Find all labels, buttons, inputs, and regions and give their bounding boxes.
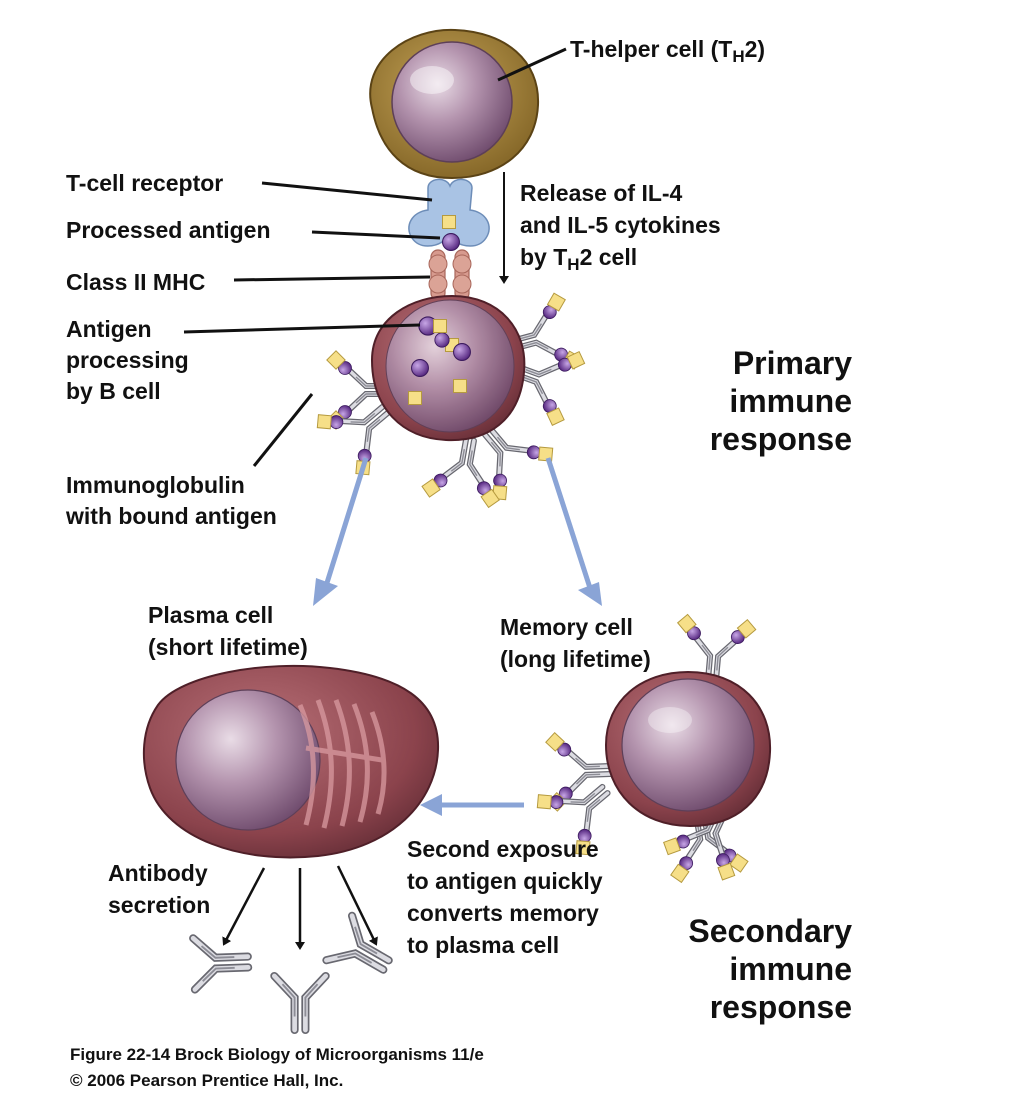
svg-text:Figure 22-14 Brock Biology of: Figure 22-14 Brock Biology of Microorgan… bbox=[70, 1045, 484, 1064]
svg-text:Memory cell: Memory cell bbox=[500, 614, 633, 640]
immunoglobulin-label: Immunoglobulin with bound antigen bbox=[65, 472, 277, 529]
memory-cell-label: Memory cell (long lifetime) bbox=[500, 614, 651, 672]
b-cell bbox=[311, 291, 587, 509]
plasma-cell-label: Plasma cell (short lifetime) bbox=[148, 602, 308, 660]
svg-text:Antigen: Antigen bbox=[66, 316, 152, 342]
svg-text:Primary: Primary bbox=[733, 345, 852, 381]
svg-text:Immunoglobulin: Immunoglobulin bbox=[66, 472, 245, 498]
t-helper-label: T-helper cell (TH2) bbox=[570, 36, 765, 66]
t-helper-cell bbox=[369, 28, 540, 180]
processed-antigen-label: Processed antigen bbox=[66, 217, 271, 243]
svg-text:processing: processing bbox=[66, 347, 189, 373]
memory-cell bbox=[531, 614, 772, 884]
svg-text:secretion: secretion bbox=[108, 892, 210, 918]
svg-text:to antigen quickly: to antigen quickly bbox=[407, 868, 603, 894]
svg-text:Second exposure: Second exposure bbox=[407, 836, 599, 862]
svg-text:to plasma cell: to plasma cell bbox=[407, 932, 559, 958]
flow-arrows bbox=[313, 457, 602, 816]
antibody-secretion-label: Antibody secretion bbox=[108, 860, 210, 918]
svg-text:by TH2 cell: by TH2 cell bbox=[520, 244, 637, 274]
svg-text:immune: immune bbox=[729, 951, 852, 987]
release-label: Release of IL-4 and IL-5 cytokines by TH… bbox=[520, 180, 721, 274]
svg-text:immune: immune bbox=[729, 383, 852, 419]
antigen-processing-label: Antigen processing by B cell bbox=[66, 316, 189, 404]
class-ii-mhc bbox=[428, 249, 472, 301]
svg-text:Antibody: Antibody bbox=[108, 860, 208, 886]
svg-text:converts memory: converts memory bbox=[407, 900, 599, 926]
svg-text:Secondary: Secondary bbox=[688, 913, 852, 949]
secretion-arrows bbox=[222, 865, 378, 950]
svg-text:Plasma cell: Plasma cell bbox=[148, 602, 273, 628]
svg-text:with bound antigen: with bound antigen bbox=[65, 503, 277, 529]
svg-text:(short lifetime): (short lifetime) bbox=[148, 634, 308, 660]
figure-caption: Figure 22-14 Brock Biology of Microorgan… bbox=[70, 1045, 484, 1090]
svg-text:and IL-5 cytokines: and IL-5 cytokines bbox=[520, 212, 721, 238]
svg-text:(long lifetime): (long lifetime) bbox=[500, 646, 651, 672]
secreted-antibodies bbox=[193, 916, 399, 1030]
svg-text:response: response bbox=[710, 421, 852, 457]
secondary-response-label: Secondary immune response bbox=[688, 913, 852, 1025]
svg-text:by B cell: by B cell bbox=[66, 378, 161, 404]
leader-lines bbox=[183, 47, 567, 467]
second-exposure-label: Second exposure to antigen quickly conve… bbox=[407, 836, 603, 958]
svg-text:© 2006 Pearson Prentice Hall,: © 2006 Pearson Prentice Hall, Inc. bbox=[70, 1071, 343, 1090]
svg-text:Release of IL-4: Release of IL-4 bbox=[520, 180, 683, 206]
plasma-cell bbox=[142, 664, 440, 859]
class-ii-mhc-label: Class II MHC bbox=[66, 269, 205, 295]
t-cell-receptor-label: T-cell receptor bbox=[66, 170, 223, 196]
svg-text:response: response bbox=[710, 989, 852, 1025]
primary-response-label: Primary immune response bbox=[710, 345, 852, 457]
